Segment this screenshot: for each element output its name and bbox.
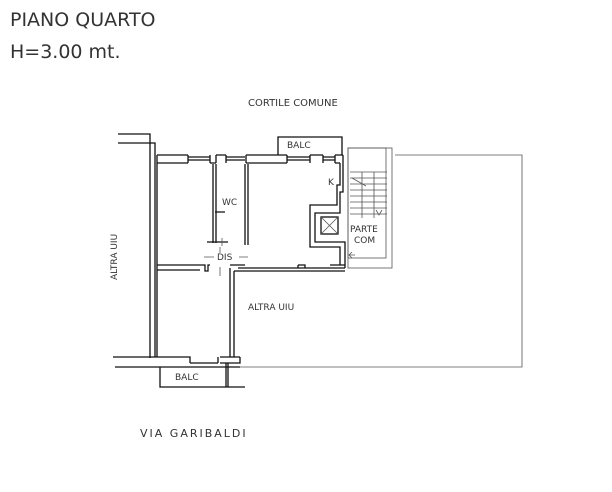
kitchen-label: K bbox=[328, 178, 335, 188]
plan-title: PIANO QUARTO bbox=[10, 9, 156, 31]
common-area-label-2: COM bbox=[354, 236, 375, 246]
walls bbox=[113, 133, 346, 388]
courtyard-label: CORTILE COMUNE bbox=[248, 98, 338, 109]
dis-label: DIS bbox=[217, 253, 233, 263]
dis-marks bbox=[204, 238, 248, 276]
other-unit-outline bbox=[240, 154, 523, 368]
wc-label: WC bbox=[222, 198, 237, 208]
other-unit-left-label: ALTRA UIU bbox=[110, 234, 120, 280]
other-unit-right-label: ALTRA UIU bbox=[248, 303, 294, 313]
street-label: VIA GARIBALDI bbox=[140, 427, 248, 440]
staircase bbox=[347, 147, 393, 269]
elevator bbox=[320, 216, 339, 235]
balcony-top-label: BALC bbox=[287, 141, 311, 151]
common-area-label-1: PARTE bbox=[350, 225, 378, 235]
ceiling-height: H=3.00 mt. bbox=[10, 41, 121, 63]
balcony-bottom-label: BALC bbox=[175, 373, 199, 383]
